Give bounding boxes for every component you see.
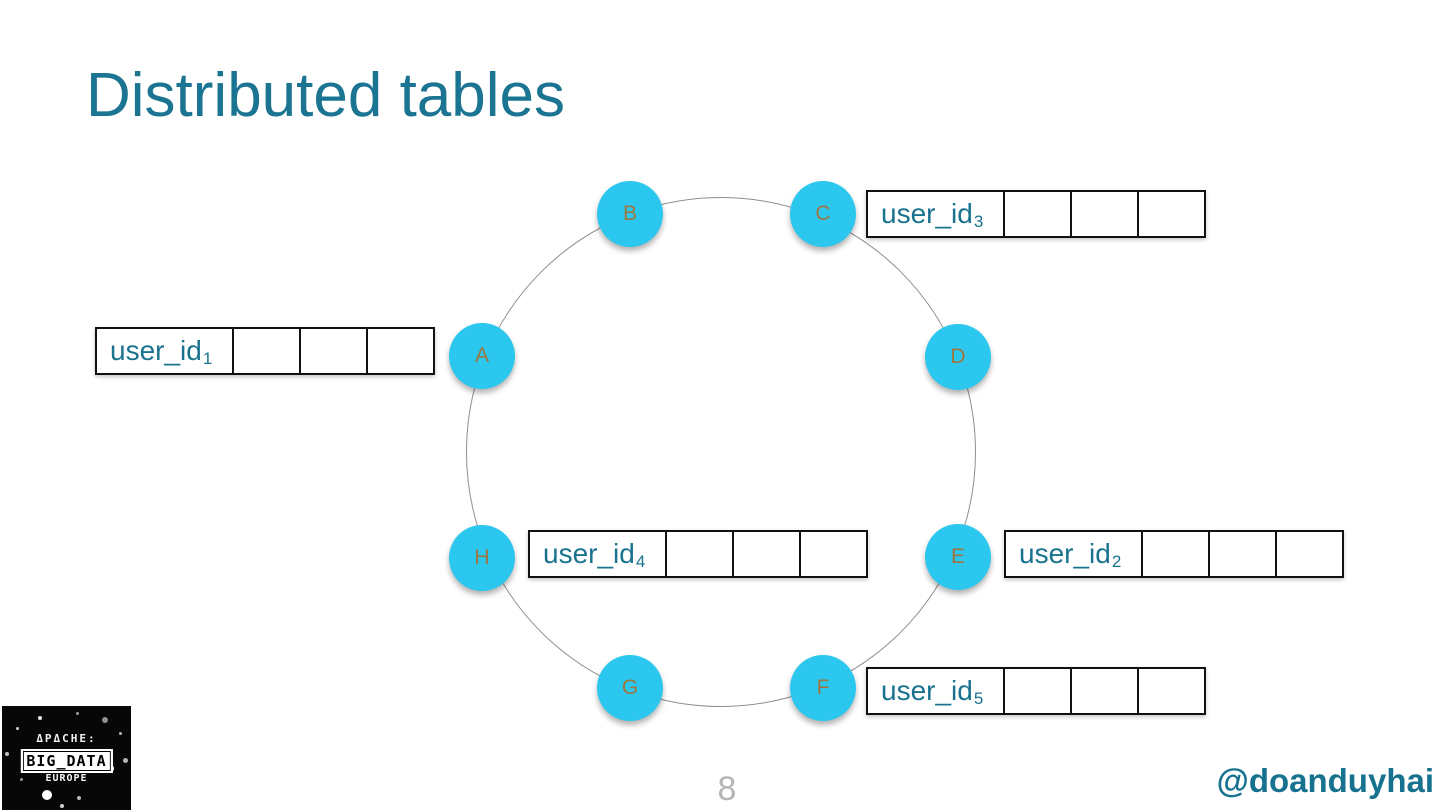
logo-big-data-text: BIG_DATA — [20, 749, 113, 773]
ring-node-h: H — [449, 525, 515, 591]
ring-node-d: D — [925, 324, 991, 390]
star-dot — [16, 727, 19, 730]
table-empty-cell — [665, 532, 732, 576]
table-label: user_id — [110, 335, 202, 366]
table-empty-cell — [366, 329, 433, 373]
table-empty-cell — [732, 532, 799, 576]
ring-node-e: E — [925, 524, 991, 590]
star-dot — [60, 804, 64, 808]
table-label-subscript: 4 — [635, 552, 646, 571]
table-empty-cell — [1137, 192, 1204, 236]
table-label-subscript: 3 — [973, 212, 984, 231]
node-label: B — [622, 202, 637, 225]
star-dot — [102, 717, 108, 723]
table-empty-cell — [1070, 669, 1137, 713]
star-dot — [123, 758, 128, 763]
table-label: user_id — [881, 198, 973, 229]
star-dot — [77, 796, 81, 800]
star-dot — [42, 790, 52, 800]
node-label: G — [621, 676, 639, 699]
node-label: C — [815, 202, 831, 225]
node-label: H — [474, 546, 490, 569]
table-empty-cell — [232, 329, 299, 373]
table-label: user_id — [543, 538, 635, 569]
token-ring-circle — [466, 197, 976, 707]
table-label-subscript: 1 — [202, 349, 213, 368]
table-empty-cell — [1208, 532, 1275, 576]
table-empty-cell — [1137, 669, 1204, 713]
node-label: F — [816, 676, 830, 699]
table-empty-cell — [1003, 669, 1070, 713]
table-label: user_id — [881, 675, 973, 706]
star-dot — [119, 732, 122, 735]
table-empty-cell — [299, 329, 366, 373]
node-label: D — [950, 345, 966, 368]
table-label: user_id — [1019, 538, 1111, 569]
table-label-subscript: 5 — [973, 689, 984, 708]
slide-title: Distributed tables — [86, 61, 566, 130]
table-empty-cell — [799, 532, 866, 576]
table-label-subscript: 2 — [1111, 552, 1122, 571]
ring-node-a: A — [449, 323, 515, 389]
page-number: 8 — [717, 770, 737, 808]
table-empty-cell — [1003, 192, 1070, 236]
node-label: A — [474, 344, 489, 367]
twitter-handle: @doanduyhai — [1216, 762, 1434, 799]
ring-node-g: G — [597, 655, 663, 721]
star-dot — [5, 752, 9, 756]
ring-node-c: C — [790, 181, 856, 247]
node-label: E — [950, 545, 965, 568]
ring-node-b: B — [597, 181, 663, 247]
star-dot — [20, 778, 23, 781]
table-empty-cell — [1141, 532, 1208, 576]
ring-node-f: F — [790, 655, 856, 721]
table-empty-cell — [1070, 192, 1137, 236]
logo-europe-text: EUROPE — [45, 773, 88, 784]
logo-apache-text: ΔPΔCHE: — [36, 732, 97, 745]
table-empty-cell — [1275, 532, 1342, 576]
star-dot — [38, 716, 42, 720]
apache-big-data-europe-logo: ΔPΔCHE: BIG_DATA EUROPE — [2, 706, 131, 810]
star-dot — [76, 712, 79, 715]
